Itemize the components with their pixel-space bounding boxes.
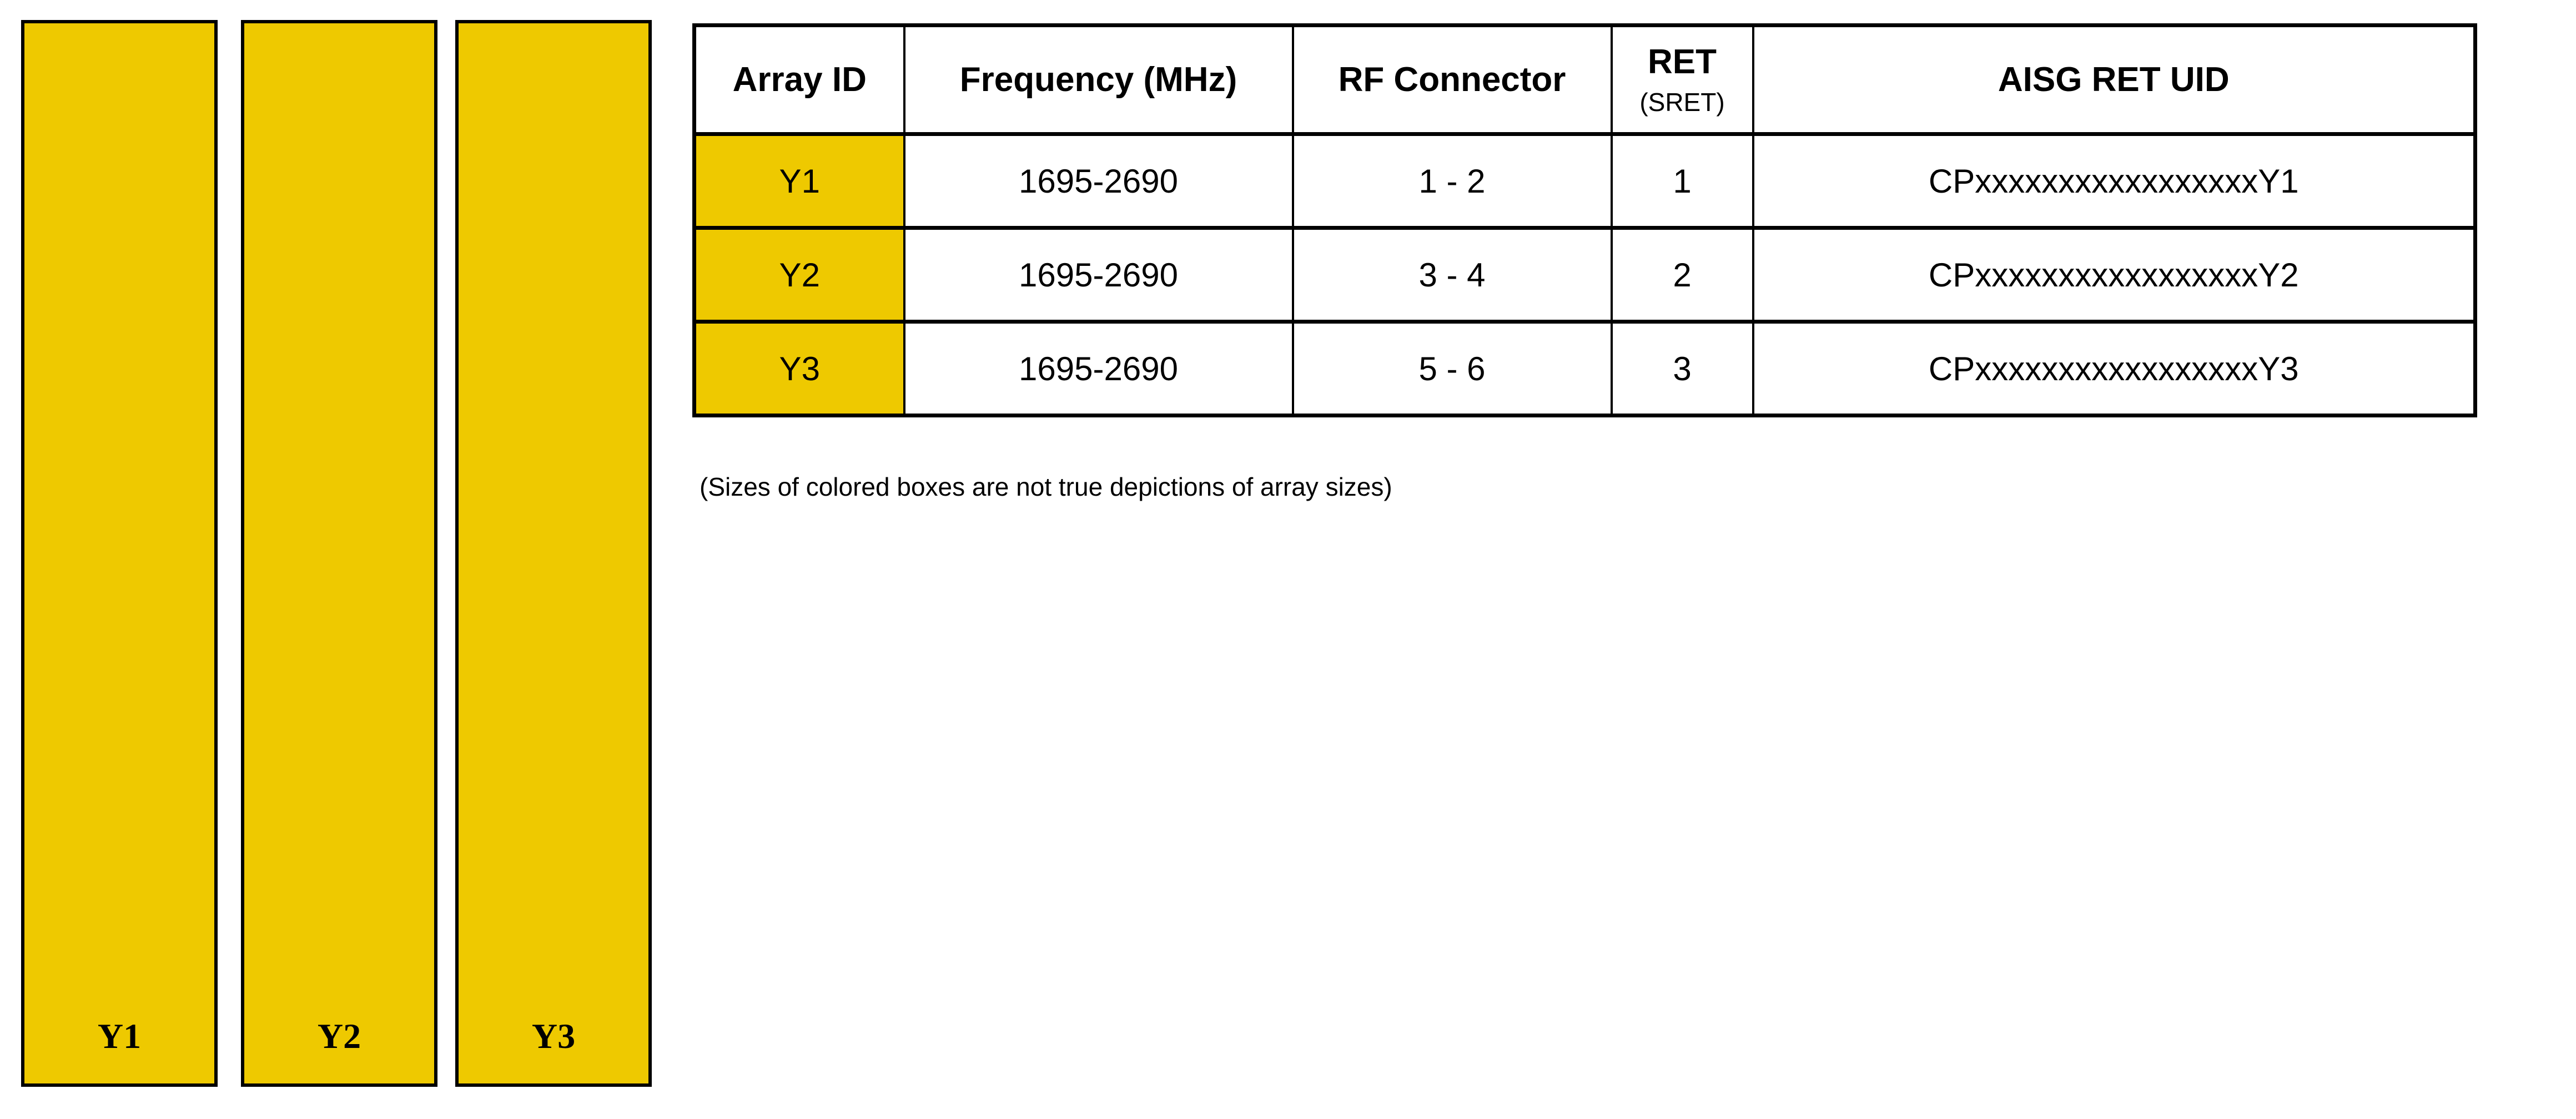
table-row-y1: Y1 1695-2690 1 - 2 1 CPxxxxxxxxxxxxxxxxx… (693, 132, 2477, 230)
col-header-rf-connector: RF Connector (1291, 23, 1613, 136)
cell-rf-connector: 1 - 2 (1291, 132, 1613, 230)
cell-rf-connector: 5 - 6 (1291, 320, 1613, 417)
cell-frequency: 1695-2690 (903, 320, 1294, 417)
array-box-label: Y3 (531, 1016, 576, 1056)
array-box-label: Y1 (97, 1016, 142, 1056)
cell-aisg-ret-uid: CPxxxxxxxxxxxxxxxxxY3 (1752, 320, 2477, 417)
table-row-y3: Y3 1695-2690 5 - 6 3 CPxxxxxxxxxxxxxxxxx… (693, 320, 2477, 417)
header-row: Array ID Frequency (MHz) RF Connector RE… (693, 23, 2477, 136)
note-text: (Sizes of colored boxes are not true dep… (700, 472, 1392, 501)
cell-aisg-ret-uid: CPxxxxxxxxxxxxxxxxxY1 (1752, 132, 2477, 230)
array-spec-table: Array ID Frequency (MHz) RF Connector RE… (692, 23, 2477, 417)
ret-header-main: RET (1648, 43, 1717, 81)
cell-frequency: 1695-2690 (903, 226, 1294, 324)
col-header-aisg-ret-uid: AISG RET UID (1752, 23, 2477, 136)
col-header-array-id: Array ID (693, 23, 905, 136)
cell-array-id: Y1 (693, 132, 905, 230)
cell-aisg-ret-uid: CPxxxxxxxxxxxxxxxxxY2 (1752, 226, 2477, 324)
cell-array-id: Y3 (693, 320, 905, 417)
col-header-ret: RET (SRET) (1610, 23, 1754, 136)
ret-header-sub: (SRET) (1639, 88, 1725, 117)
array-box-y1: Y1 (21, 20, 218, 1087)
cell-frequency: 1695-2690 (903, 132, 1294, 230)
array-box-label: Y2 (317, 1016, 361, 1056)
col-header-frequency: Frequency (MHz) (903, 23, 1294, 136)
table-row-y2: Y2 1695-2690 3 - 4 2 CPxxxxxxxxxxxxxxxxx… (693, 226, 2477, 324)
array-box-y2: Y2 (241, 20, 437, 1087)
cell-ret: 2 (1610, 226, 1754, 324)
array-box-y3: Y3 (455, 20, 652, 1087)
cell-rf-connector: 3 - 4 (1291, 226, 1613, 324)
cell-ret: 1 (1610, 132, 1754, 230)
cell-array-id: Y2 (693, 226, 905, 324)
cell-ret: 3 (1610, 320, 1754, 417)
